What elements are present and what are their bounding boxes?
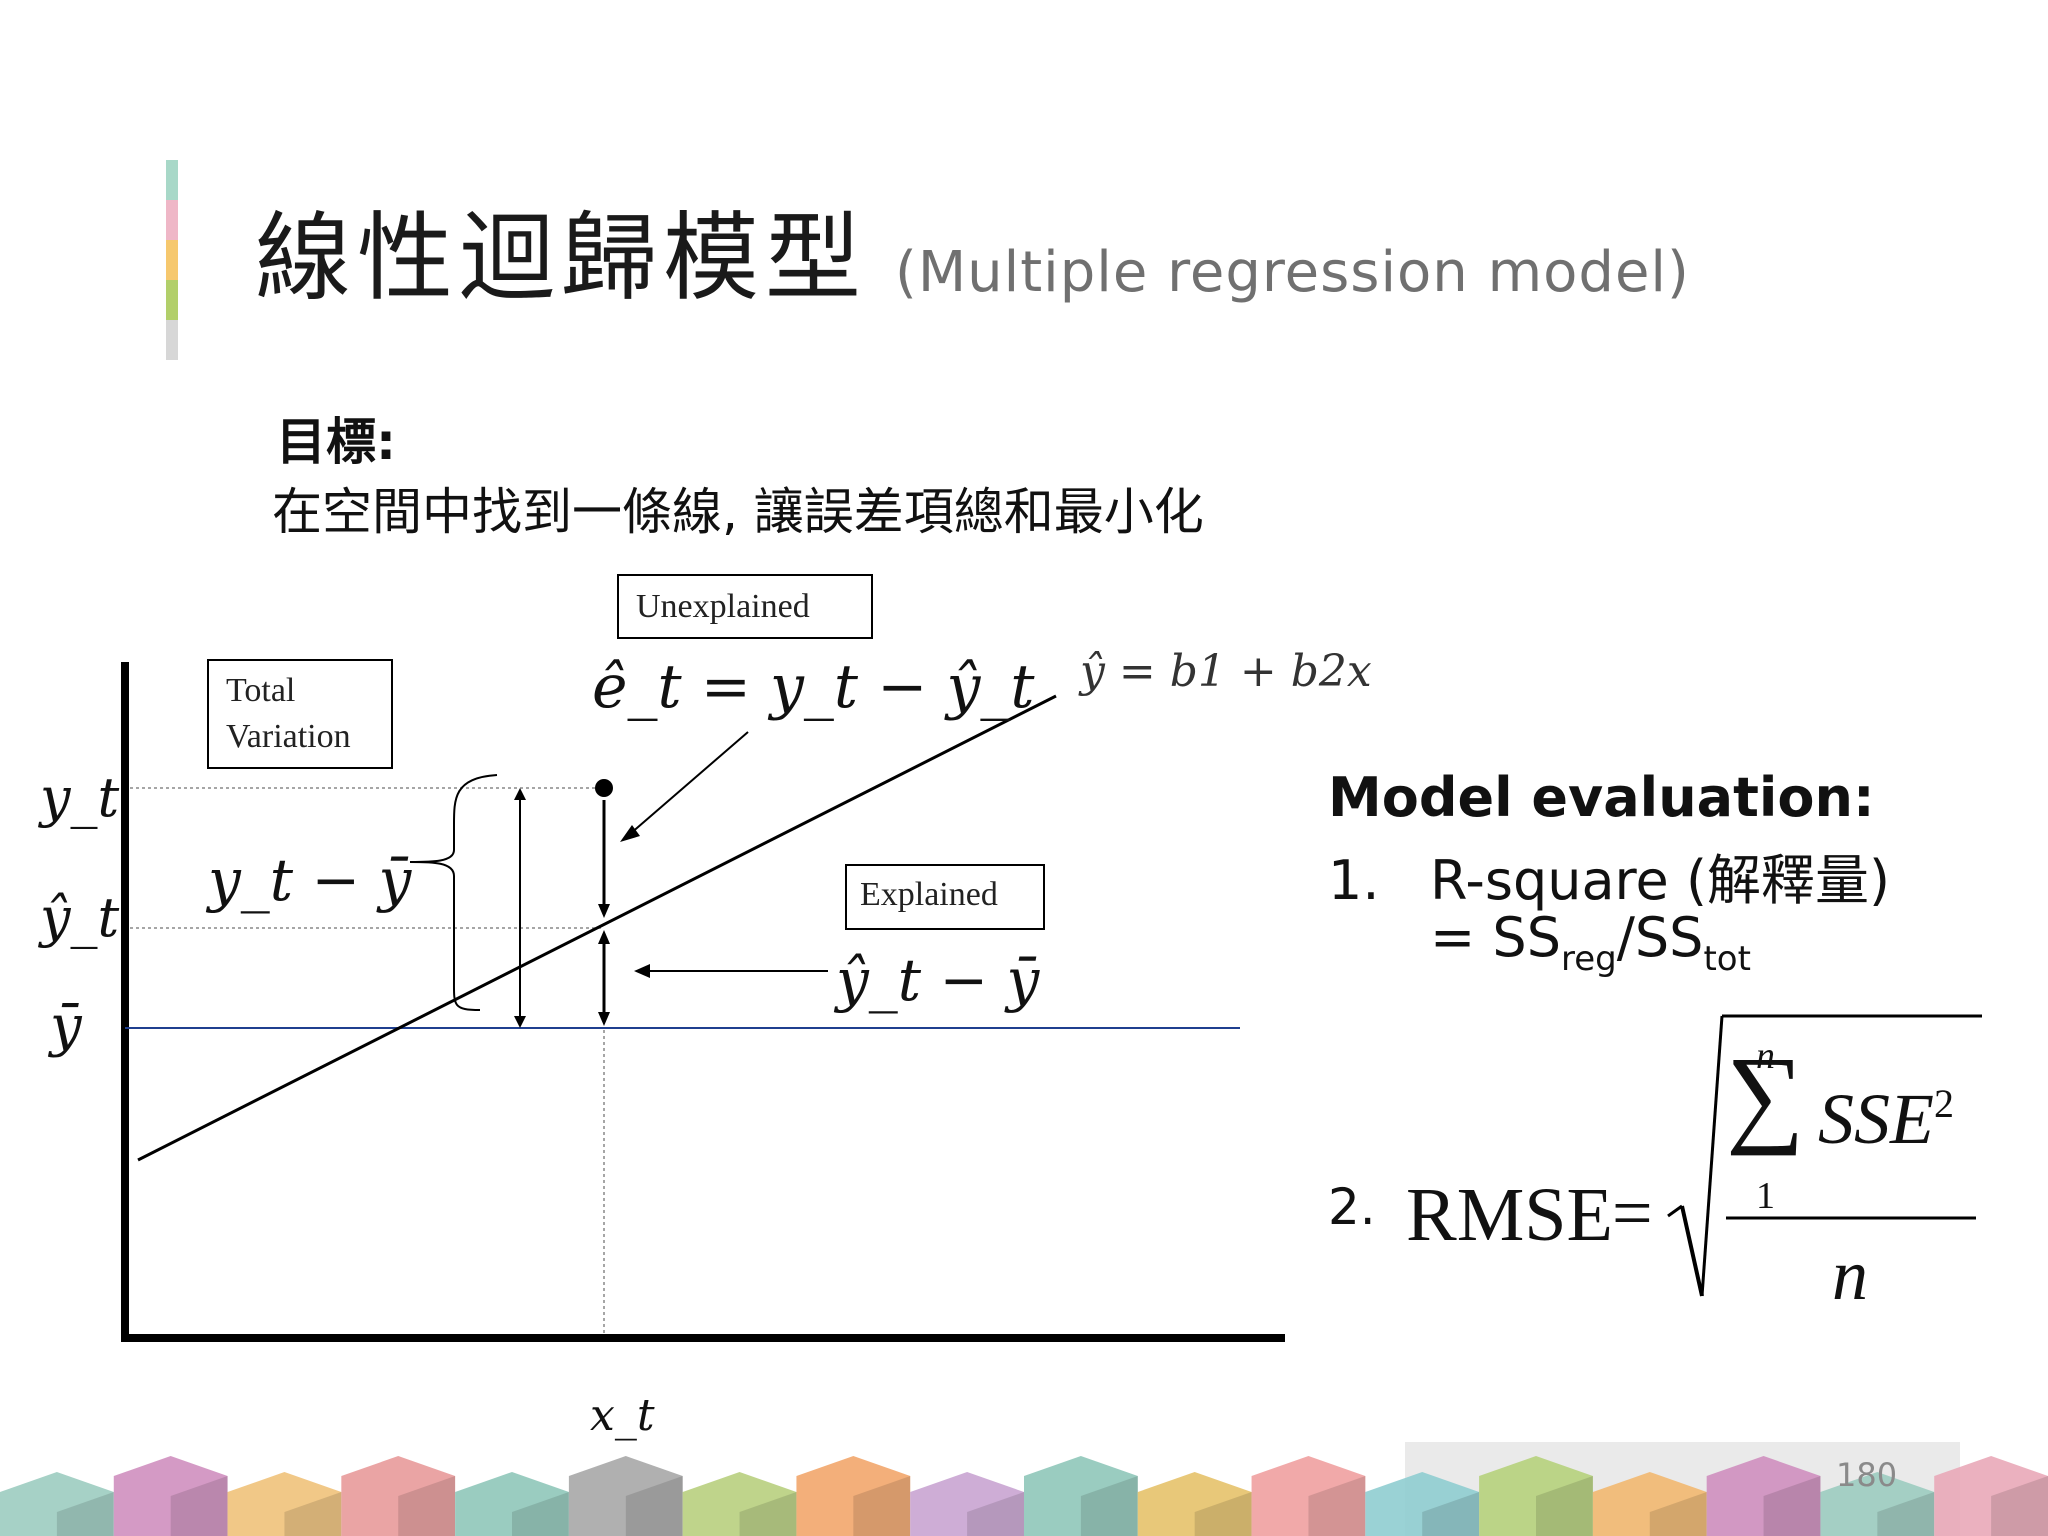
formula-sub-tot: tot	[1703, 939, 1751, 979]
footer-cube-shade	[1877, 1492, 1935, 1536]
footer-cube-shade	[398, 1476, 456, 1536]
total-variation-box	[207, 659, 393, 769]
footer-cube	[1934, 1456, 2048, 1536]
explained-deviation-label: ŷ_t − ȳ	[836, 946, 1040, 1014]
footer-cube-shade	[1422, 1492, 1480, 1536]
footer-cube	[1820, 1472, 1935, 1536]
evaluation-item-1: 1. R-square (解釋量)	[1328, 836, 1890, 915]
footer-cube	[1024, 1456, 1138, 1536]
sse-power: 2	[1933, 1081, 1954, 1126]
footer-cube-shade	[1649, 1492, 1707, 1536]
model-evaluation-heading: Model evaluation:	[1328, 766, 1875, 829]
footer-cube-shade	[284, 1492, 342, 1536]
accent-segment	[166, 280, 178, 320]
sqrt-up	[1700, 1015, 1724, 1297]
regression-line	[137, 694, 1057, 1162]
footer-cube	[796, 1456, 911, 1536]
xt-axis-label: x_t	[590, 1390, 655, 1441]
footer-cube-shade	[1991, 1476, 2048, 1536]
yt-axis-label: y_t	[40, 766, 120, 829]
footer-cube	[682, 1472, 797, 1536]
unexplained-label: Unexplained	[636, 588, 810, 625]
sum-upper-limit: n	[1756, 1035, 1775, 1077]
footer-cube-shade	[739, 1492, 797, 1536]
accent-segment	[166, 320, 178, 360]
regression-line-equation: ŷ = b1 + b2x	[1080, 646, 1372, 697]
footer-cube-shade	[967, 1492, 1024, 1536]
footer-cube-shade	[1763, 1476, 1821, 1536]
footer-cube-shade	[512, 1492, 569, 1536]
footer-cube	[1365, 1472, 1480, 1536]
title-main: 線性迴歸模型	[255, 202, 867, 314]
denominator-n: n	[1832, 1235, 1868, 1315]
rmse-label: RMSE	[1406, 1173, 1613, 1257]
r-square-formula: = SSreg/SStot	[1430, 906, 1751, 979]
explained-pointer-head	[634, 964, 650, 978]
sse-text: SSE	[1818, 1079, 1934, 1159]
accent-segment	[166, 160, 178, 200]
ybar-axis-label: ȳ	[50, 994, 82, 1059]
footer-cube	[1137, 1472, 1252, 1536]
formula-sub-reg: reg	[1560, 939, 1617, 979]
unexplained-pointer-head	[620, 825, 640, 842]
slide-title: 線性迴歸模型 (Multiple regression model)	[255, 180, 1690, 319]
rmse-equals: =	[1612, 1173, 1653, 1253]
item-2-number: 2.	[1328, 1178, 1376, 1236]
accent-segment	[166, 240, 178, 280]
total-variation-label-2: Variation	[226, 718, 351, 755]
footer-cube-shade	[56, 1492, 114, 1536]
explained-arrow-head-down	[598, 1012, 610, 1026]
unexplained-box	[617, 574, 873, 639]
formula-mid: /SS	[1616, 906, 1704, 969]
footer-cube-shade	[1194, 1492, 1252, 1536]
explained-box	[845, 864, 1045, 930]
unexplained-arrow-head	[598, 904, 610, 918]
data-point	[595, 779, 613, 797]
sqrt-down	[1680, 1205, 1704, 1297]
footer-cube	[1706, 1456, 1821, 1536]
goal-text: 在空間中找到一條線, 讓誤差項總和最小化	[272, 483, 1204, 541]
item-1-number: 1.	[1328, 849, 1380, 912]
explained-arrow-head-up	[598, 930, 610, 944]
footer-cube	[910, 1472, 1024, 1536]
sse-term: SSE2	[1818, 1078, 1954, 1161]
total-arrow-head-up	[514, 788, 526, 800]
footer-cube-shade	[170, 1476, 228, 1536]
summation-icon: ∑	[1726, 1034, 1805, 1156]
footer-cube	[1592, 1472, 1707, 1536]
footer-cube	[113, 1456, 228, 1536]
page-number: 180	[1836, 1456, 1898, 1494]
title-subtitle: (Multiple regression model)	[895, 240, 1690, 305]
footer-cube-shade	[1080, 1476, 1138, 1536]
footer-cube	[1251, 1456, 1366, 1536]
sqrt-tick	[1667, 1204, 1683, 1218]
footer-cube	[568, 1456, 683, 1536]
total-arrow-head-down	[514, 1016, 526, 1028]
item-1-text: R-square (解釋量)	[1430, 849, 1891, 912]
accent-segment	[166, 200, 178, 240]
goal-label: 目標:	[276, 413, 396, 471]
total-brace	[409, 774, 498, 1011]
footer-cube-shade	[1536, 1476, 1593, 1536]
footer-cube-shade	[625, 1476, 683, 1536]
error-equation: ê_t = y_t − ŷ_t	[592, 652, 1035, 722]
yhat-axis-label: ŷ_t	[40, 886, 120, 949]
footer-cube	[227, 1472, 342, 1536]
formula-prefix: = SS	[1430, 906, 1561, 969]
unexplained-pointer-line	[629, 731, 749, 835]
footer-cube	[0, 1472, 114, 1536]
footer-cube	[455, 1472, 569, 1536]
footer-cube	[1479, 1456, 1593, 1536]
footer-cube-shade	[853, 1476, 911, 1536]
sum-lower-limit: 1	[1756, 1175, 1775, 1217]
footer-cube-band	[0, 1442, 2048, 1536]
accent-bar	[166, 160, 178, 360]
footer-cube	[341, 1456, 456, 1536]
footer-cube-shade	[1308, 1476, 1366, 1536]
explained-label: Explained	[860, 876, 998, 913]
total-variation-label-1: Total	[226, 672, 296, 709]
total-deviation-label: y_t − ȳ	[208, 846, 412, 914]
